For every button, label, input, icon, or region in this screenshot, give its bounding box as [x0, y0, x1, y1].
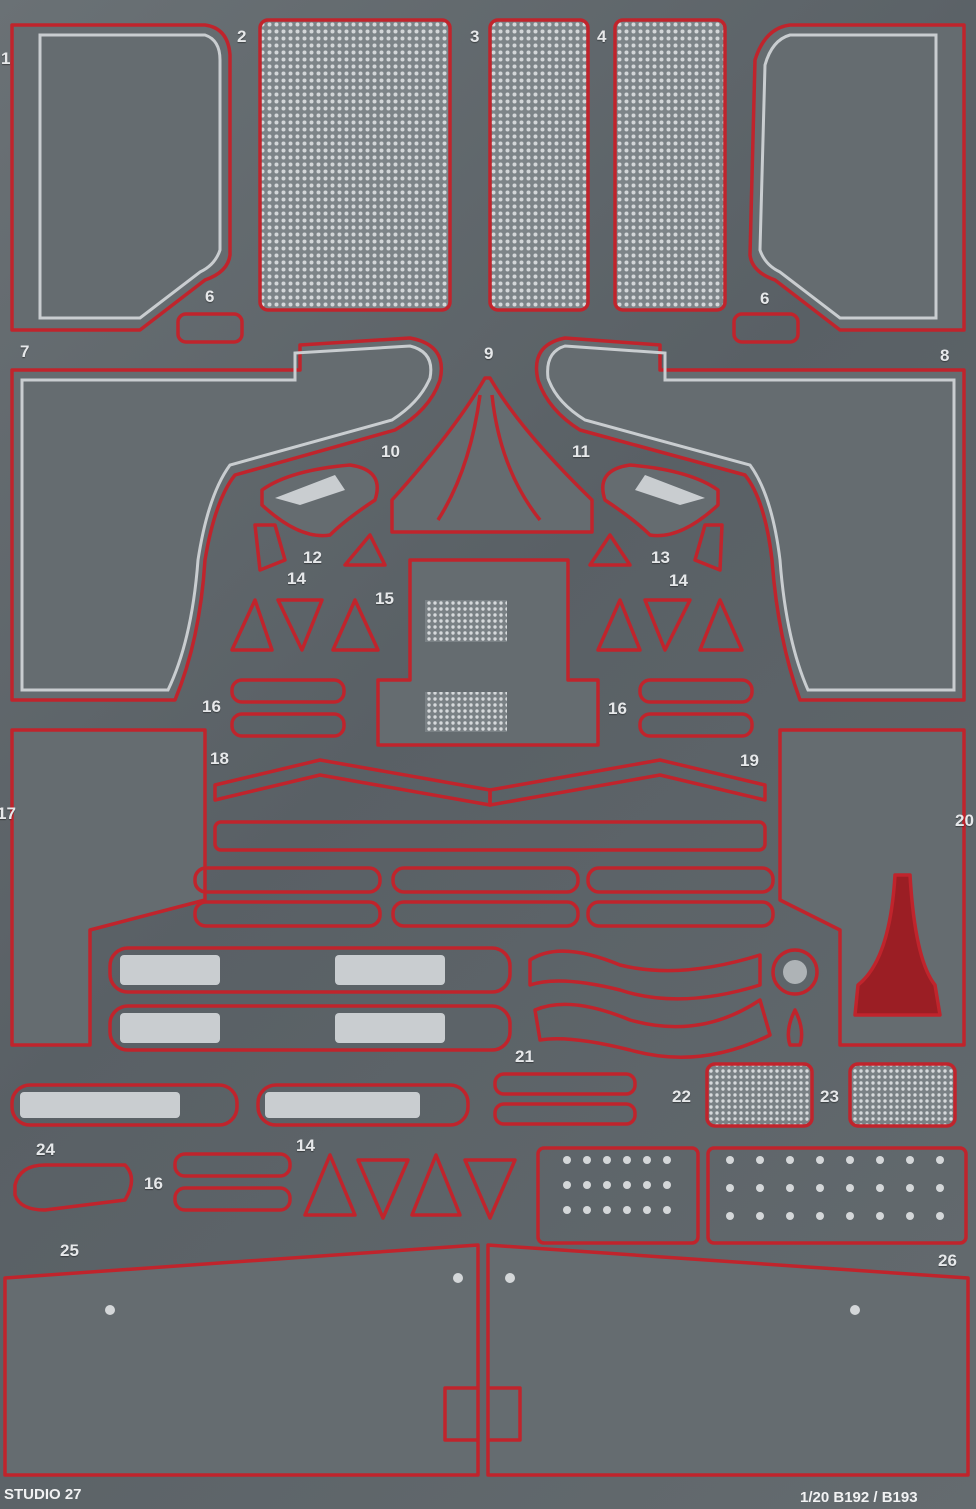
part-label-18: 18: [210, 749, 229, 768]
rivet-grid-2: [706, 1146, 968, 1245]
part-16a: [230, 678, 346, 704]
part-16c: [638, 678, 754, 704]
part-label-14c: 14: [296, 1136, 315, 1155]
part-13a: [588, 533, 632, 567]
part-label-25: 25: [60, 1241, 79, 1260]
part-11-wing: [601, 463, 720, 538]
part-fin: [853, 873, 942, 1017]
part-19-strip: [488, 758, 767, 807]
part-keyhole: [786, 1008, 804, 1047]
part-label-11: 11: [572, 442, 590, 461]
part-label-2: 2: [237, 27, 247, 46]
part-label-16b: 16: [608, 699, 627, 718]
part-12b: [343, 533, 387, 567]
part-14c: [331, 598, 380, 652]
rod-2: [256, 1083, 470, 1127]
part-14e: [643, 598, 692, 652]
part-label-3: 3: [470, 27, 480, 46]
part-label-23: 23: [820, 1087, 839, 1106]
part-23: [848, 1062, 957, 1128]
rod-1: [10, 1083, 239, 1127]
part-label-7a: 7: [20, 342, 30, 361]
part-label-26: 26: [938, 1251, 957, 1270]
part-2-mesh: [258, 18, 452, 312]
part-label-15: 15: [375, 589, 394, 608]
part-25-panel: [3, 1243, 480, 1477]
part-label-12: 12: [303, 548, 322, 567]
part-12a: [253, 523, 287, 572]
belt-2: [108, 1004, 512, 1052]
part-long-strip: [213, 820, 767, 852]
part-24: [13, 1163, 134, 1212]
part-21a: [528, 949, 762, 1001]
part-14a: [230, 598, 274, 652]
part-5-panel: [748, 23, 966, 332]
rivet-grid-1: [536, 1146, 700, 1245]
part-21b: [533, 998, 772, 1059]
part-9-nose: [390, 376, 594, 534]
part-16d: [638, 712, 754, 738]
part-22: [705, 1062, 814, 1128]
brand-label: STUDIO 27: [4, 1486, 82, 1503]
part-label-6a: 6: [205, 287, 215, 306]
part-16b: [230, 712, 346, 738]
part-label-19: 19: [740, 751, 759, 770]
part-13b: [693, 523, 724, 572]
part-label-24: 24: [36, 1140, 55, 1159]
part-7-panel: [10, 336, 444, 702]
part-6b: [732, 312, 800, 344]
part-label-13: 13: [651, 548, 670, 567]
part-6a: [176, 312, 244, 344]
part-1-panel: [10, 23, 232, 332]
part-8-panel: [534, 336, 966, 702]
part-26-panel: [486, 1243, 970, 1477]
part-14b: [276, 598, 324, 652]
part-label-17: 17: [0, 804, 16, 823]
part-10-wing: [260, 463, 379, 538]
part-label-9: 9: [484, 344, 494, 363]
part-18-strip: [213, 758, 492, 807]
part-label-14b: 14: [669, 571, 688, 590]
part-14d: [596, 598, 642, 652]
part-label-20: 20: [955, 811, 974, 830]
part-label-6b: 6: [760, 289, 770, 308]
part-label-16a: 16: [202, 697, 221, 716]
belt-1: [108, 946, 512, 994]
part-14f: [698, 598, 744, 652]
part-label-14a: 14: [287, 569, 306, 588]
part-label-4: 4: [597, 27, 607, 46]
scale-model-label: 1/20 B192 / B193: [800, 1489, 918, 1506]
part-disc: [771, 948, 819, 996]
part-label-21: 21: [515, 1047, 534, 1066]
part-label-22: 22: [672, 1087, 691, 1106]
part-label-8: 8: [940, 346, 950, 365]
part-3-mesh: [488, 18, 590, 312]
part-4-mesh: [613, 18, 727, 312]
part-label-10: 10: [381, 442, 400, 461]
part-label-1: 1: [1, 49, 11, 68]
part-17-panel: [10, 728, 207, 1047]
part-label-16c: 16: [144, 1174, 163, 1193]
